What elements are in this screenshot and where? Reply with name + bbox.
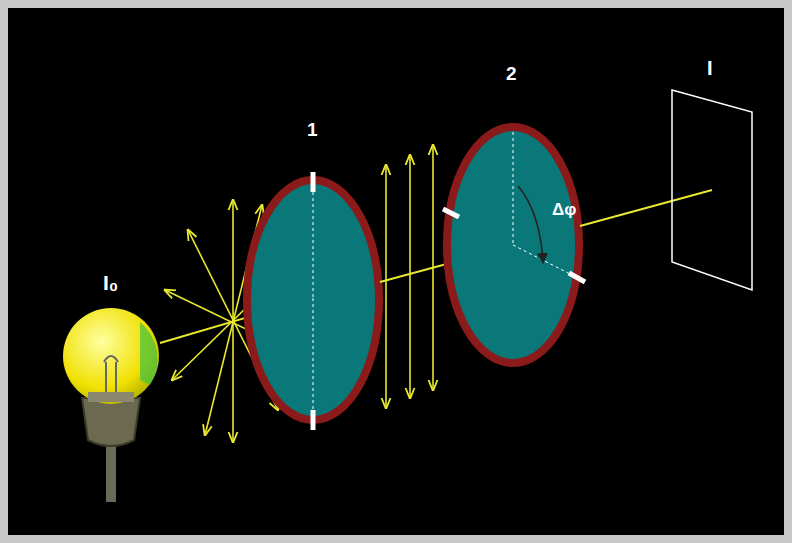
intensity-label: I: [707, 58, 713, 78]
polarizer-2: [443, 127, 585, 363]
intensity-label: I₀: [103, 272, 118, 293]
polarizer-number: 1: [307, 120, 318, 139]
polarized-arrows: [386, 145, 433, 408]
polarizer-1: [247, 172, 379, 430]
background-panel: [8, 8, 784, 535]
light-bulb: [63, 308, 159, 502]
polarizer-number: 2: [506, 64, 517, 83]
angle-label: Δφ: [552, 201, 576, 218]
light-beam: [580, 190, 712, 226]
screen: [672, 90, 752, 290]
